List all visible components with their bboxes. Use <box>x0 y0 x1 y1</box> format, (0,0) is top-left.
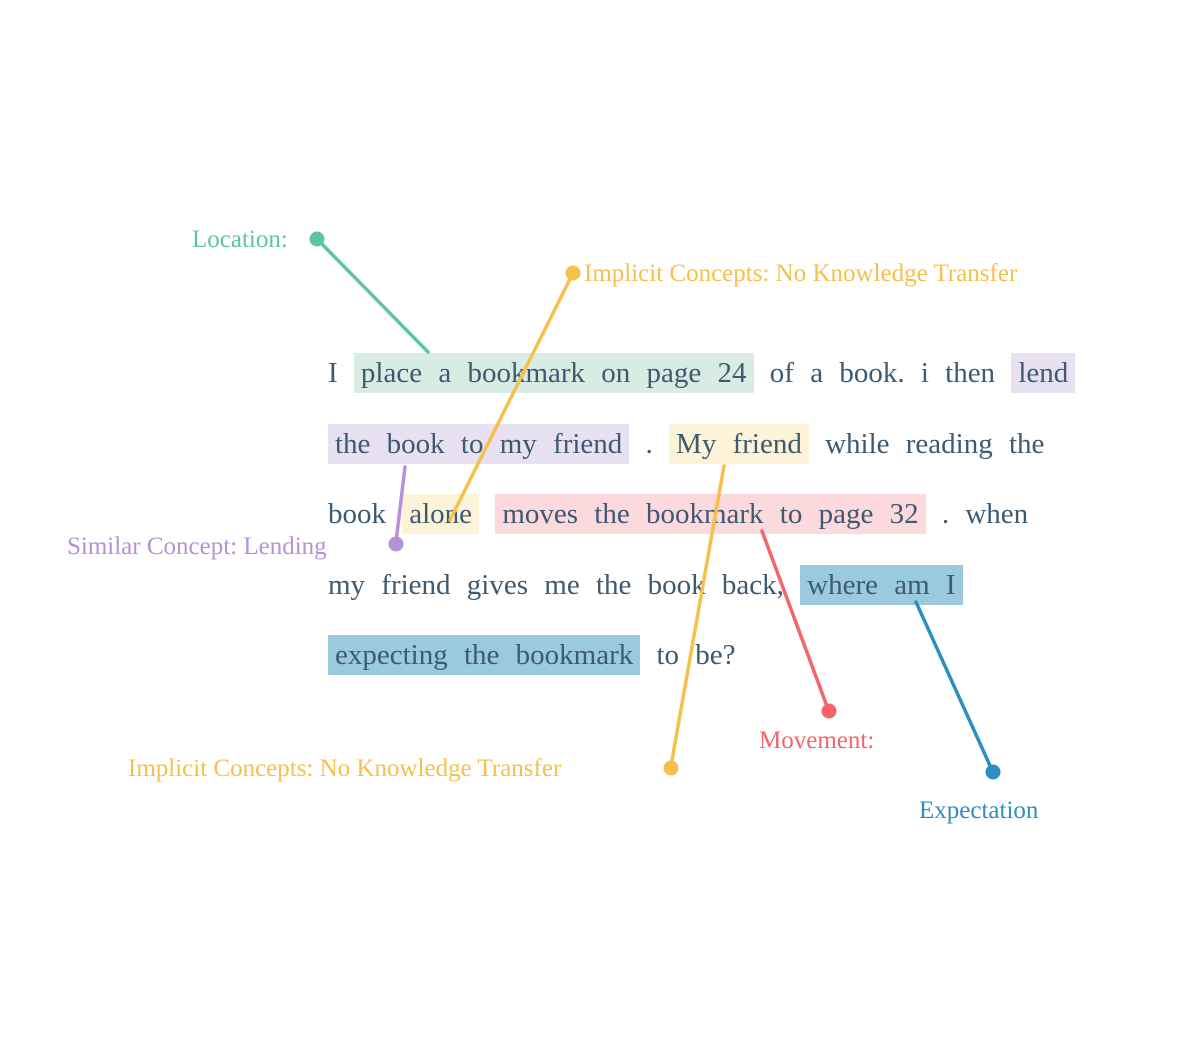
location-connector <box>309 231 430 354</box>
passage-line: expecting the bookmark to be? <box>328 620 1158 691</box>
passage-line: my friend gives me the book back, where … <box>328 550 1158 621</box>
passage-line: the book to my friend . My friend while … <box>328 409 1158 480</box>
passage-text: while reading the <box>808 427 1045 460</box>
passage-line: I place a bookmark on page 24 of a book.… <box>328 338 1158 409</box>
highlight-similar: lend <box>1011 353 1076 393</box>
highlight-implicit-top: alone <box>402 494 480 534</box>
highlight-movement: moves the bookmark to page 32 <box>495 494 926 534</box>
highlight-expectation: expecting the bookmark <box>328 635 641 675</box>
location-label: Location: <box>192 226 288 253</box>
highlight-location: place a bookmark on page 24 <box>353 353 754 393</box>
similar-concept-label: Similar Concept: Lending <box>67 533 327 560</box>
movement-label: Movement: <box>759 727 875 754</box>
passage-text: book <box>328 498 403 530</box>
passage-text: . when <box>925 498 1029 530</box>
location-dot <box>309 231 325 247</box>
passage-text <box>479 498 495 530</box>
passage-text: to be? <box>640 639 736 671</box>
passage-text: . <box>629 427 670 460</box>
implicit-concepts-bottom-label: Implicit Concepts: No Knowledge Transfer <box>128 755 562 782</box>
implicit-bottom-dot <box>663 760 679 776</box>
implicit-concepts-top-label: Implicit Concepts: No Knowledge Transfer <box>584 260 1018 287</box>
expectation-dot <box>985 764 1001 780</box>
movement-dot <box>821 703 837 719</box>
highlight-similar: the book to my friend <box>328 423 630 464</box>
passage-text: I <box>328 357 354 389</box>
expectation-label: Expectation <box>919 797 1039 824</box>
passage-text: of a book. i then <box>753 357 1012 389</box>
passage-line: book alone moves the bookmark to page 32… <box>328 479 1158 550</box>
highlight-implicit-bottom: My friend <box>669 423 809 464</box>
implicit-top-dot <box>565 265 581 281</box>
highlight-expectation: where am I <box>800 564 963 605</box>
passage-lines: I place a bookmark on page 24 of a book.… <box>328 338 1158 691</box>
passage-text: my friend gives me the book back, <box>328 568 801 601</box>
